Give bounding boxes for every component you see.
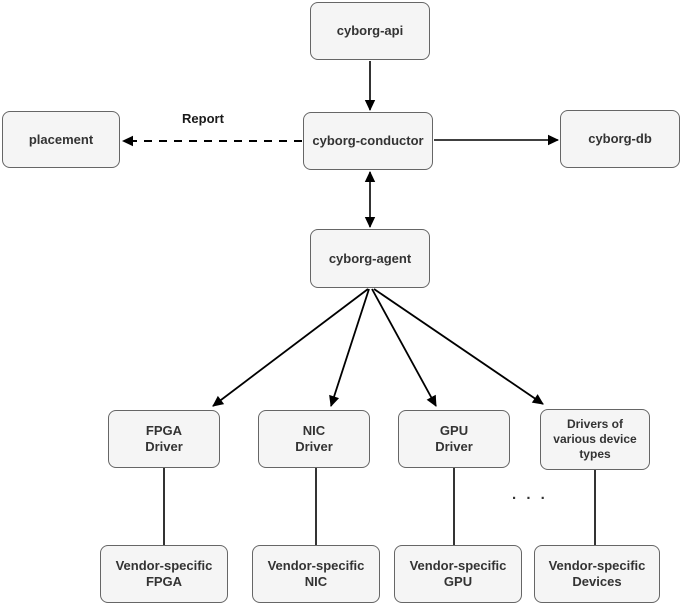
node-gpu-driver: GPU Driver [398, 410, 510, 468]
node-label: Vendor-specific Devices [548, 558, 646, 589]
node-nic-driver: NIC Driver [258, 410, 370, 468]
node-cyborg-api: cyborg-api [310, 2, 430, 60]
edge-agent-gpu-driver [371, 288, 437, 407]
node-cyborg-agent: cyborg-agent [310, 229, 430, 288]
node-label: FPGA Driver [145, 423, 183, 454]
node-vendor-specific-nic: Vendor-specific NIC [252, 545, 380, 603]
edge-agent-fpga-driver [212, 288, 369, 407]
node-various-device-drivers: Drivers of various device types [540, 409, 650, 470]
ellipsis-more-drivers: . . . [512, 486, 548, 503]
node-label: GPU Driver [435, 423, 473, 454]
edge-label-report: Report [182, 111, 224, 126]
node-label: NIC Driver [295, 423, 333, 454]
node-label: placement [28, 131, 94, 147]
node-vendor-specific-fpga: Vendor-specific FPGA [100, 545, 228, 603]
node-label: cyborg-db [588, 131, 652, 146]
node-vendor-specific-gpu: Vendor-specific GPU [394, 545, 522, 603]
node-label: Drivers of various device types [553, 417, 637, 461]
edge-agent-nic-driver [329, 288, 370, 407]
node-label: cyborg-agent [328, 250, 412, 266]
node-label: Vendor-specific FPGA [115, 558, 213, 589]
node-cyborg-conductor: cyborg-conductor [303, 112, 433, 170]
node-fpga-driver: FPGA Driver [108, 410, 220, 468]
node-label: Vendor-specific GPU [409, 558, 507, 589]
node-vendor-specific-devices: Vendor-specific Devices [534, 545, 660, 603]
node-label: cyborg-conductor [312, 133, 424, 148]
node-cyborg-db: cyborg-db [560, 110, 680, 168]
edge-agent-various-drivers [373, 288, 544, 405]
node-placement: placement [2, 111, 120, 168]
node-label: Vendor-specific NIC [267, 558, 365, 589]
node-label: cyborg-api [336, 23, 404, 38]
